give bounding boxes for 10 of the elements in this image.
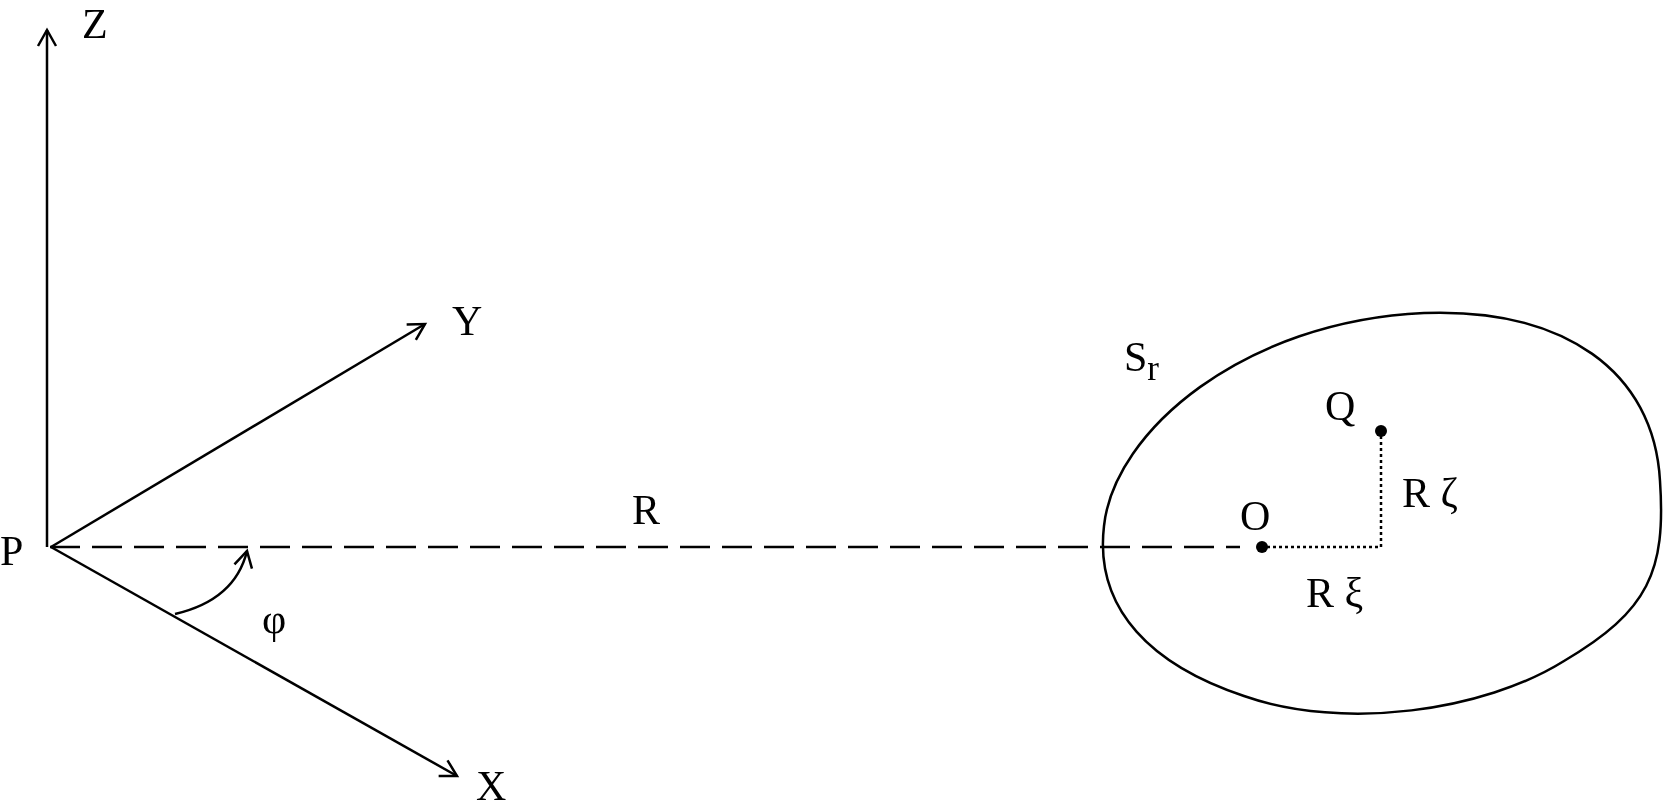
point-label: P <box>0 525 50 570</box>
body-label: S$_{r}$ <box>1124 336 1159 387</box>
axis-label: Z <box>82 3 108 45</box>
dimension-label: R ζ <box>1402 472 1458 514</box>
axis-label: Y <box>452 300 483 342</box>
dimension-label: R ξ <box>1306 572 1364 614</box>
angle-label: φ <box>262 598 287 640</box>
dashed-line <box>50 545 1240 549</box>
edge-label: R <box>632 489 660 531</box>
axis-label: X <box>476 765 507 804</box>
